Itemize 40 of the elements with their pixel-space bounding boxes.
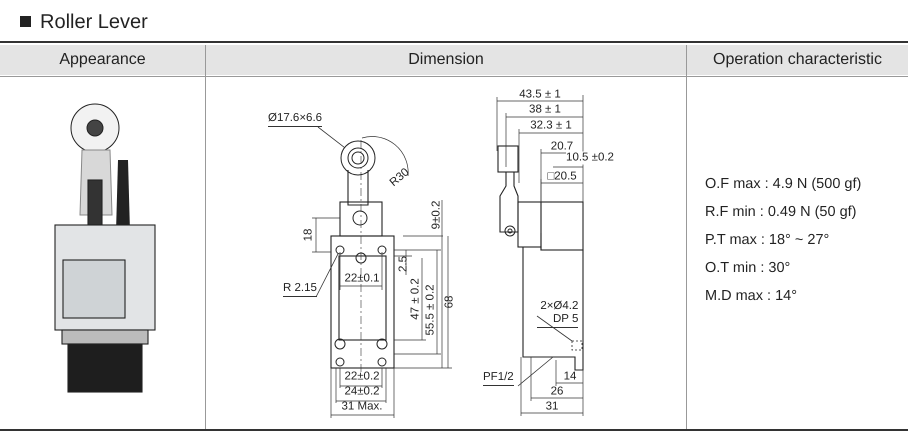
callout-label: PF1/2 <box>483 371 514 386</box>
column-header: Dimension <box>206 45 686 75</box>
dimension-label: 10.5 ±0.2 <box>566 152 614 164</box>
dimension-label: 26 <box>550 386 564 398</box>
callout-label: R 2.15 <box>283 282 317 297</box>
dimension-label: 18 <box>302 228 316 242</box>
dimension-label: 9±0.2 <box>430 200 444 230</box>
mounting-hole <box>336 246 344 254</box>
leader-line <box>316 253 339 298</box>
dimension-label: 22±0.1 <box>344 272 380 286</box>
column-header: Operation characteristic <box>687 45 908 75</box>
section-title: Roller Lever <box>40 10 148 34</box>
column-header: Appearance <box>0 45 205 75</box>
callout-label: Ø17.6×6.6 <box>268 112 322 127</box>
leader-line <box>318 126 345 148</box>
lever-roller <box>340 140 376 176</box>
leader-line <box>518 356 554 386</box>
dimension-label: 68 <box>444 296 456 308</box>
characteristic-text: O.F max : 4.9 N (500 gf) <box>705 176 862 193</box>
dimension-label: 14 <box>564 370 576 384</box>
dimension-label: 22±0.2 <box>344 370 380 384</box>
callout-label: 2×Ø4.2 DP 5 <box>537 300 578 328</box>
dimension-label: 20.7 <box>550 140 574 152</box>
dimension-label: 55.5 ± 0.2 <box>424 284 438 336</box>
dimension-label: □20.5 <box>547 170 577 184</box>
dimension-label: 31 Max. <box>342 400 382 414</box>
dimension-label: 2.5 <box>398 256 410 272</box>
characteristic-text: P.T max : 18° ~ 27° <box>705 232 830 249</box>
characteristic-text: O.T min : 30° <box>705 260 790 277</box>
dimension-label: R30 <box>388 166 412 190</box>
dimension-label: 38 ± 1 <box>529 104 561 116</box>
dimension-label: 43.5 ± 1 <box>519 88 561 102</box>
characteristic-text: R.F min : 0.49 N (50 gf) <box>705 204 856 221</box>
dimension-label: 32.3 ± 1 <box>530 120 572 132</box>
dimension-label: 47 ± 0.2 <box>410 278 422 320</box>
dimension-label: 31 <box>546 400 558 414</box>
characteristic-text: M.D max : 14° <box>705 288 798 305</box>
leader-line <box>536 316 572 342</box>
tapped-hole <box>572 340 582 350</box>
dimension-label: 24±0.2 <box>344 386 380 398</box>
